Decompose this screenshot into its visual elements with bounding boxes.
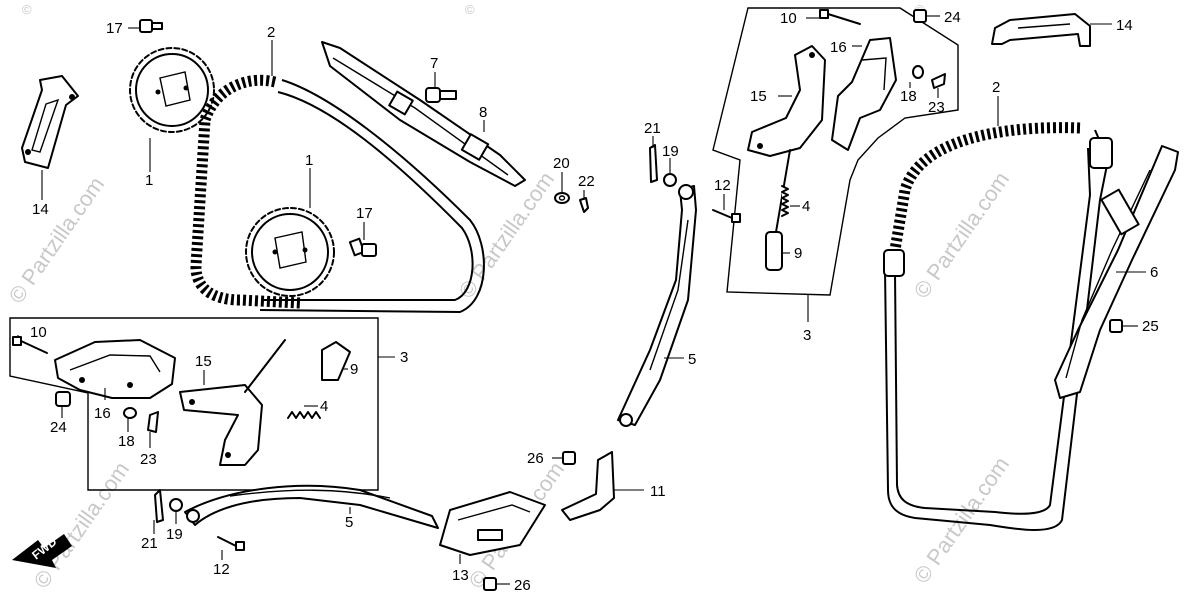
watermark-bottom-left: © Partzilla.com	[29, 457, 135, 593]
callout-13: 13	[452, 567, 469, 584]
washer-18-left	[123, 407, 137, 419]
sleeve-9-right	[765, 231, 783, 271]
washer-19-upper	[663, 173, 677, 187]
tensioner-blade-5-center	[617, 184, 697, 427]
cam-sprocket-lower	[245, 207, 335, 297]
callout-4-right: 4	[802, 198, 810, 215]
callout-12-lower: 12	[213, 561, 230, 578]
clip-22	[579, 197, 589, 213]
callout-20: 20	[553, 155, 570, 172]
callout-2-left: 2	[267, 24, 275, 41]
clip-21-upper	[649, 144, 658, 183]
callout-5-lower: 5	[345, 514, 353, 531]
guide-plate-13	[439, 491, 546, 556]
callout-labels: 17 2 1 14 1 17 7 8 20 22 10 3 15 9 4 16 …	[30, 9, 1159, 594]
sleeve-9-left	[321, 341, 351, 381]
bracket-14-left	[21, 75, 79, 169]
bolt-26-upper	[562, 451, 576, 465]
callout-3-right: 3	[803, 327, 811, 344]
watermark-left: © Partzilla.com	[4, 172, 110, 308]
bolt-17-upper	[139, 19, 163, 33]
spring-4-left	[287, 411, 321, 419]
callout-25: 25	[1142, 318, 1159, 335]
arm-15-left	[179, 384, 263, 466]
arm-15-right	[747, 45, 826, 157]
cam-chain-left	[190, 74, 485, 314]
callout-16-left: 16	[94, 405, 111, 422]
callout-18-right: 18	[900, 88, 917, 105]
callout-26-lower: 26	[514, 577, 531, 594]
callout-10-left: 10	[30, 324, 47, 341]
callout-23-left: 23	[140, 451, 157, 468]
chain-guide-8	[321, 41, 526, 187]
callout-24-right: 24	[944, 9, 961, 26]
callout-10-right: 10	[780, 10, 797, 27]
callout-23-right: 23	[928, 99, 945, 116]
cam-sprocket-upper	[129, 47, 215, 133]
callout-18-left: 18	[118, 433, 135, 450]
callout-19-lower: 19	[166, 526, 183, 543]
callout-2-right: 2	[992, 79, 1000, 96]
callout-22: 22	[578, 173, 595, 190]
clip-21-lower	[154, 489, 164, 523]
bolt-24-right	[913, 9, 927, 23]
callout-21-lower: 21	[141, 535, 158, 552]
callout-16-right: 16	[830, 39, 847, 56]
callout-7: 7	[430, 55, 438, 72]
bracket-11	[561, 451, 615, 521]
bolt-25	[1109, 319, 1123, 333]
callout-1-upper: 1	[145, 172, 153, 189]
callout-3-left: 3	[400, 349, 408, 366]
washer-19-lower	[169, 498, 183, 512]
spring-4-right	[781, 185, 789, 217]
callout-8: 8	[479, 104, 487, 121]
callout-15-left: 15	[195, 353, 212, 370]
cam-chain-right	[883, 122, 1113, 531]
callout-12-upper: 12	[714, 177, 731, 194]
bolt-17-lower	[348, 237, 377, 257]
callout-21-upper: 21	[644, 120, 661, 137]
watermark-right: © Partzilla.com	[909, 167, 1015, 303]
bolt-12-lower	[217, 536, 245, 551]
watermark-bottom-right: © Partzilla.com	[909, 452, 1015, 588]
clip-23-right	[931, 73, 946, 89]
callout-17-upper: 17	[106, 20, 123, 37]
bolt-7	[425, 87, 457, 103]
callout-4-left: 4	[320, 398, 328, 415]
callout-14-left: 14	[32, 201, 49, 218]
callout-26-upper: 26	[527, 450, 544, 467]
callout-5-center: 5	[688, 351, 696, 368]
bolt-12-upper	[712, 209, 741, 223]
washer-18-right	[912, 65, 924, 79]
watermark-mark-top-left: ©	[22, 2, 32, 17]
bolt-24-left	[55, 391, 71, 407]
callout-15-right: 15	[750, 88, 767, 105]
callout-9-right: 9	[794, 245, 802, 262]
bracket-14-right	[991, 13, 1091, 47]
tensioner-blade-5-lower	[184, 484, 439, 529]
washer-20	[554, 192, 570, 204]
assembly-3-right-box	[712, 7, 959, 296]
callout-1-lower: 1	[305, 152, 313, 169]
callout-19-upper: 19	[662, 143, 679, 160]
assembly-3-left-box	[9, 317, 379, 491]
callout-9-left: 9	[350, 361, 358, 378]
pushrod-left	[244, 339, 286, 393]
watermark-mark-top-center: ©	[465, 2, 475, 17]
holder-16-left	[54, 339, 176, 399]
bolt-26-lower	[483, 577, 497, 591]
bolt-10-right	[819, 9, 861, 25]
callout-11: 11	[650, 483, 666, 500]
callout-14-right: 14	[1116, 17, 1133, 34]
clip-23-left	[147, 411, 159, 433]
holder-16-right	[831, 37, 897, 151]
callout-6: 6	[1150, 264, 1158, 281]
callout-17-lower: 17	[356, 205, 373, 222]
callout-24-left: 24	[50, 419, 67, 436]
bolt-10-left	[12, 336, 48, 354]
